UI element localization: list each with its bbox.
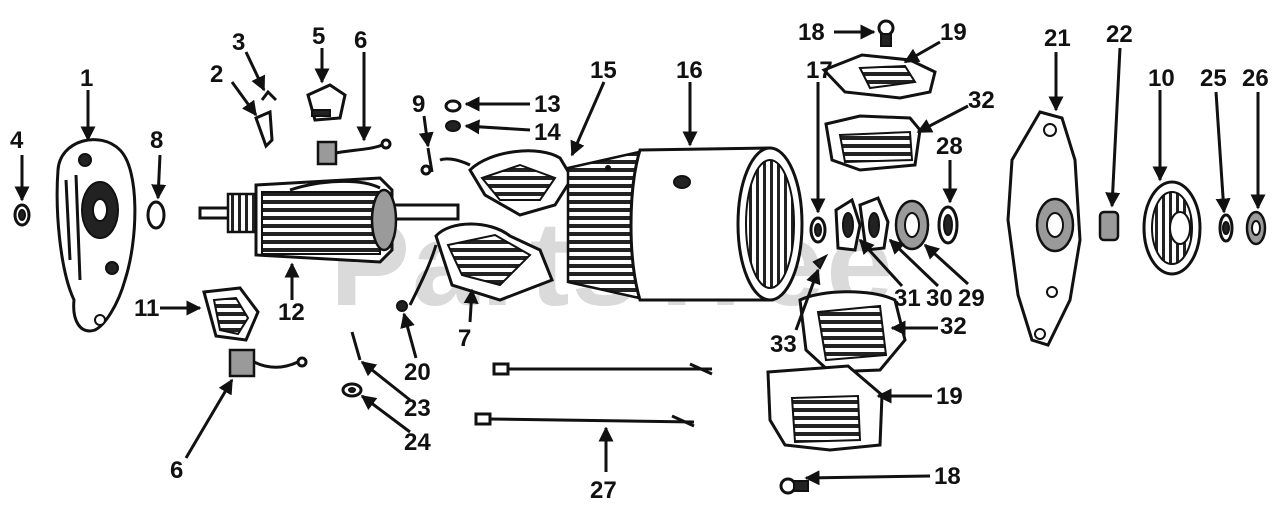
part-32-cover-top[interactable]	[824, 114, 922, 172]
part-31-gasket[interactable]	[834, 197, 862, 252]
part-19-cover-bottom[interactable]	[766, 364, 884, 452]
part-26-nut[interactable]	[1245, 210, 1267, 246]
label-6-top: 6	[354, 27, 367, 54]
label-12: 12	[278, 299, 305, 326]
label-7: 7	[458, 325, 471, 352]
label-18-bottom: 18	[934, 463, 961, 490]
part-33-clip[interactable]	[812, 253, 829, 270]
label-1: 1	[80, 65, 93, 92]
part-24-washer[interactable]	[341, 382, 363, 398]
label-31: 31	[894, 285, 921, 312]
part-18-screw-top[interactable]	[877, 19, 895, 47]
part-17-washer[interactable]	[809, 216, 827, 244]
label-10: 10	[1148, 65, 1175, 92]
part-27-through-bolt-lower[interactable]	[474, 412, 695, 428]
label-27: 27	[590, 477, 617, 504]
label-16: 16	[676, 57, 703, 84]
part-7-field-coil[interactable]	[408, 222, 554, 306]
part-4-washer[interactable]	[13, 203, 31, 227]
part-10-pulley[interactable]	[1142, 180, 1202, 276]
part-6-brush-lead-bottom[interactable]	[228, 348, 308, 378]
part-3-spring-clip[interactable]	[260, 89, 278, 102]
part-22-nut[interactable]	[1098, 210, 1120, 242]
part-23-pin[interactable]	[350, 331, 362, 361]
label-4: 4	[10, 127, 24, 154]
label-19-bottom: 19	[936, 383, 963, 410]
label-29: 29	[958, 285, 985, 312]
part-5-brush-holder[interactable]	[306, 83, 347, 122]
part-9-terminal[interactable]	[420, 147, 434, 176]
part-8-ring[interactable]	[146, 200, 166, 230]
label-26: 26	[1242, 65, 1269, 92]
part-13-nut[interactable]	[444, 99, 462, 113]
part-15-field-coil[interactable]	[439, 149, 574, 217]
part-32-cover-bottom[interactable]	[798, 290, 907, 374]
label-20: 20	[404, 359, 431, 386]
part-16-field-frame[interactable]	[566, 146, 804, 302]
part-18-screw-bottom[interactable]	[779, 477, 809, 495]
label-6-bottom: 6	[170, 457, 183, 484]
label-28: 28	[936, 133, 963, 160]
label-2: 2	[210, 61, 223, 88]
label-8: 8	[150, 127, 163, 154]
part-29-bearing[interactable]	[894, 199, 930, 251]
label-30: 30	[926, 285, 953, 312]
label-32-top: 32	[968, 87, 995, 114]
part-19-cover-top[interactable]	[821, 53, 937, 100]
label-25: 25	[1200, 65, 1227, 92]
part-27-through-bolt-upper[interactable]	[492, 362, 713, 376]
label-13: 13	[534, 91, 561, 118]
label-9: 9	[412, 91, 425, 118]
part-28-ring[interactable]	[937, 205, 959, 245]
label-23: 23	[404, 395, 431, 422]
part-1-end-frame[interactable]	[55, 138, 137, 333]
label-19-top: 19	[940, 19, 967, 46]
label-33: 33	[770, 331, 797, 358]
part-21-drive-end-frame[interactable]	[1006, 110, 1082, 347]
label-11: 11	[134, 295, 159, 322]
part-11-brush[interactable]	[202, 286, 260, 342]
label-22: 22	[1106, 21, 1133, 48]
label-21: 21	[1044, 25, 1071, 52]
label-18-top: 18	[798, 19, 825, 46]
label-15: 15	[590, 57, 617, 84]
label-24: 24	[404, 429, 431, 456]
part-20-screw[interactable]	[396, 300, 408, 312]
label-3: 3	[232, 29, 245, 56]
part-6-brush-lead-top[interactable]	[316, 138, 392, 166]
part-2-brush-spring[interactable]	[254, 109, 274, 149]
label-32-bottom: 32	[940, 313, 967, 340]
label-14: 14	[534, 119, 561, 146]
label-5: 5	[312, 23, 325, 50]
part-25-washer[interactable]	[1218, 213, 1234, 243]
label-17: 17	[806, 57, 833, 84]
part-12-armature[interactable]	[198, 176, 460, 264]
part-14-washer[interactable]	[445, 120, 461, 132]
